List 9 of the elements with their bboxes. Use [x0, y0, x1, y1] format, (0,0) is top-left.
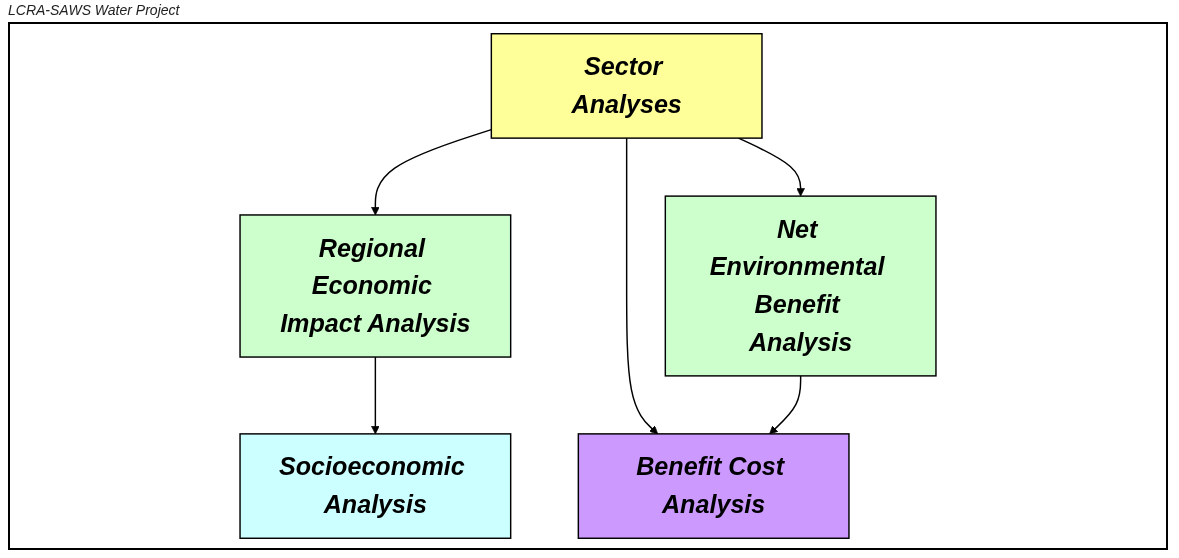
arrow	[769, 375, 802, 435]
node-box: Socioeconomic Analysis	[239, 433, 512, 539]
project-note: LCRA-SAWS Water Project	[8, 2, 180, 18]
arrow	[371, 356, 380, 435]
node-box: Net Environmental Benefit Analysis	[664, 195, 937, 377]
node-box: Sector Analyses	[490, 33, 763, 139]
arrow	[625, 137, 659, 435]
node-box: Benefit Cost Analysis	[577, 433, 850, 539]
node-box: Regional Economic Impact Analysis	[239, 214, 512, 358]
